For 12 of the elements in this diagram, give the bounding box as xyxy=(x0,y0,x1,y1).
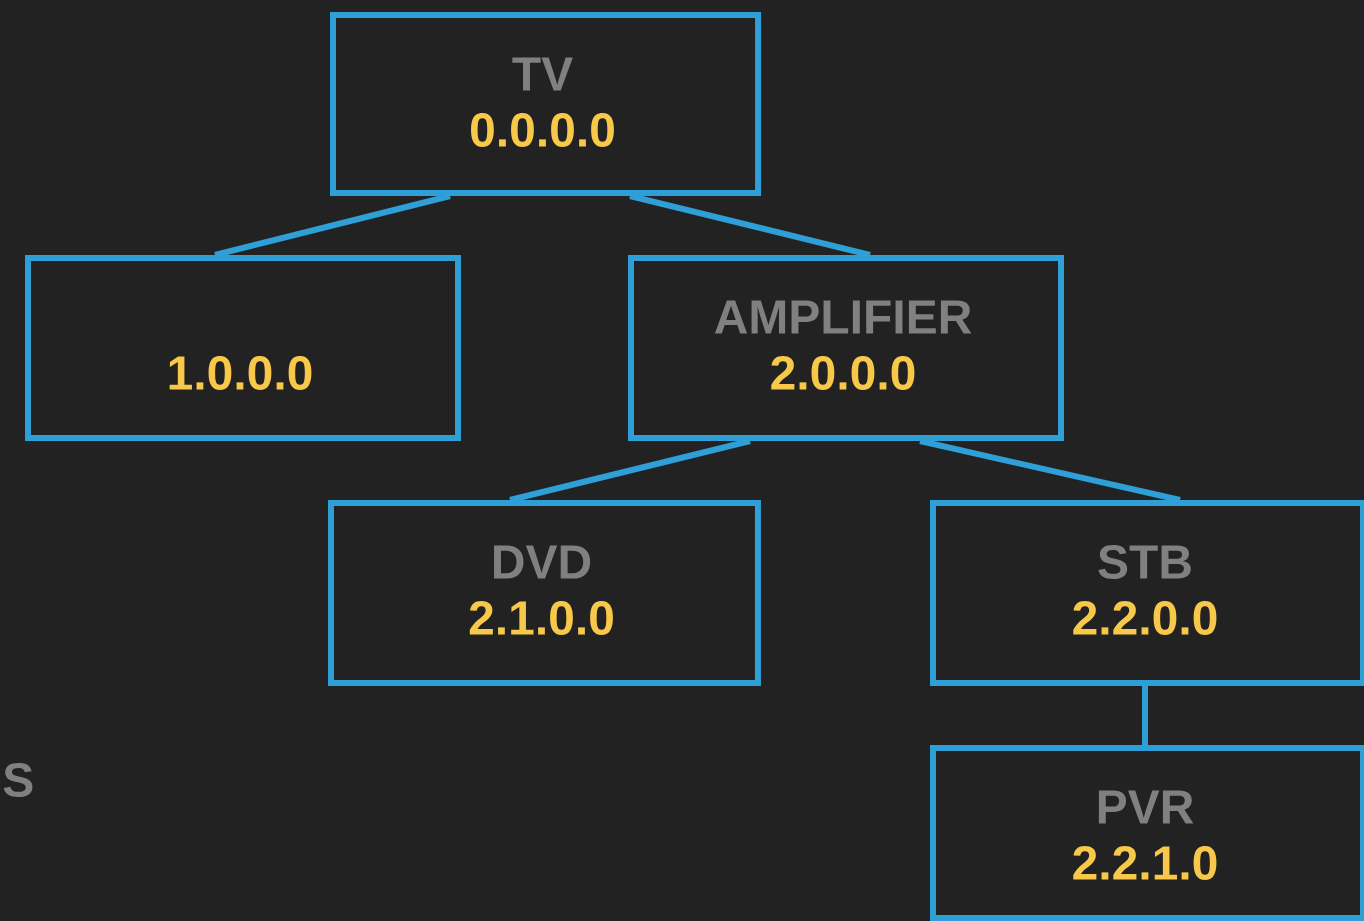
device-box: DVD 2.1.0.0 xyxy=(328,500,761,686)
device-box: TV 0.0.0.0 xyxy=(330,12,762,196)
connector-line xyxy=(629,193,871,258)
device-box: STB 2.2.0.0 xyxy=(930,500,1364,686)
device-box: AMPLIFIER 2.0.0.0 xyxy=(628,255,1064,441)
connector-line xyxy=(1142,686,1148,745)
device-box: PVR 2.2.1.0 xyxy=(930,745,1364,921)
connector-line xyxy=(509,438,751,503)
connector-line xyxy=(214,193,451,258)
connector-line xyxy=(919,438,1181,503)
partial-text: S xyxy=(3,763,33,797)
device-box: 1.0.0.0 xyxy=(25,255,461,441)
